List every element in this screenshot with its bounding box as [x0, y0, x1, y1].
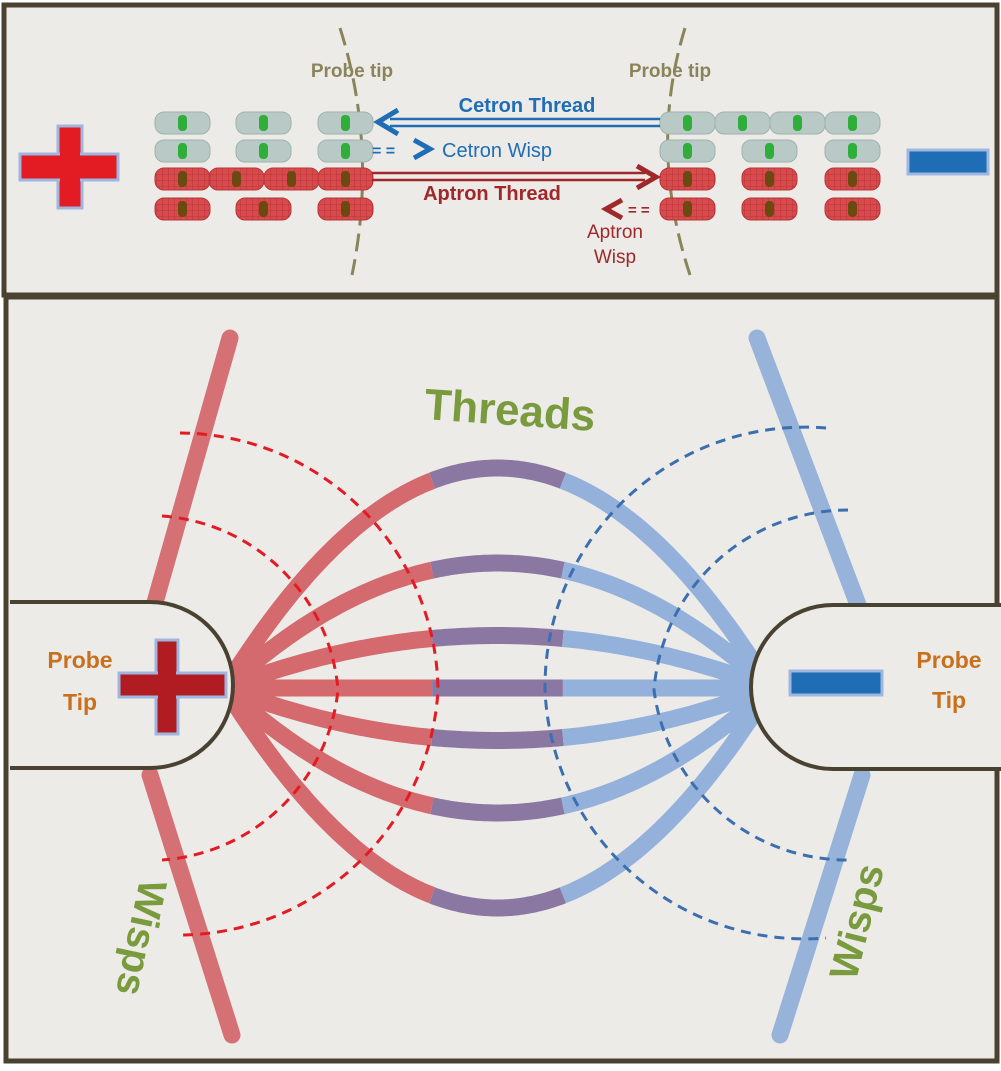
cetron-thread-label: Cetron Thread: [459, 95, 596, 117]
cetron-particle: [659, 139, 716, 163]
thread-segment-overlap: [430, 554, 565, 579]
thread-lines: [217, 459, 778, 917]
left-probe-label-line2: Tip: [63, 689, 97, 715]
thread-segment-overlap: [431, 627, 564, 647]
aptron-particle: [741, 197, 798, 221]
left-wisp-lower: [141, 766, 241, 1044]
thread-segment-aptron: [219, 681, 435, 815]
top-panel: Probe tip Probe tip Cetron Thread = = Ce…: [1, 2, 1000, 298]
cetron-particle: [154, 111, 211, 135]
thread-segment-aptron: [219, 561, 435, 695]
aptron-particle: [208, 167, 265, 191]
thread-segment-aptron: [217, 683, 436, 904]
cetron-particle: [235, 139, 292, 163]
left-probe-tip-label: Probe tip: [311, 61, 393, 82]
thread-segment-aptron: [221, 680, 433, 746]
aptron-particle: [317, 167, 374, 191]
cetron-thread-arrow: [373, 107, 660, 137]
aptron-particle: [317, 197, 374, 221]
left-probe-tip-boundary: [338, 27, 364, 276]
particle-field: [154, 111, 881, 221]
aptron-particle: [659, 167, 716, 191]
cetron-particle: [235, 111, 292, 135]
aptron-particle: [235, 197, 292, 221]
positive-plus-icon: [18, 124, 120, 210]
thread-segment-cetron: [562, 680, 774, 746]
right-equipotential-lines: [543, 425, 849, 941]
aptron-thread-label: Aptron Thread: [423, 183, 561, 205]
aptron-wisp-arrow: = =: [600, 197, 650, 221]
thread-segment-cetron: [562, 630, 774, 696]
cetron-particle: [154, 139, 211, 163]
cetron-particle: [317, 111, 374, 135]
aptron-particle: [263, 167, 320, 191]
aptron-thread-arrow: [372, 163, 661, 191]
right-probe-label-line2: Tip: [932, 687, 966, 713]
thread-segment-aptron: [217, 472, 436, 693]
aptron-particle: [659, 197, 716, 221]
right-wisp-upper: [748, 329, 869, 619]
aptron-particle: [824, 167, 881, 191]
right-wisp-lower: [771, 766, 871, 1044]
cetron-particle: [317, 139, 374, 163]
svg-text:= =: = =: [628, 202, 650, 219]
thread-segment-overlap: [428, 887, 567, 917]
right-probe-label-line1: Probe: [916, 647, 981, 673]
thread-segment-overlap: [428, 459, 567, 489]
cetron-particle: [769, 111, 826, 135]
probe-positive-plus-icon: [117, 638, 228, 736]
left-equipotential-lines: [161, 431, 440, 937]
bottom-panel: Probe Tip Probe Tip Threads Wisps Wisps: [3, 294, 1001, 1064]
cetron-particle: [824, 139, 881, 163]
thread-segment-overlap: [431, 729, 564, 749]
thread-segment-cetron: [559, 683, 778, 904]
right-probe-tip-label: Probe tip: [629, 61, 711, 82]
left-wisp-upper: [141, 329, 239, 629]
cetron-particle: [824, 111, 881, 135]
threads-label: Threads: [423, 380, 597, 441]
cetron-particle: [659, 111, 716, 135]
thread-segment-cetron: [559, 472, 778, 693]
left-probe-label-line1: Probe: [47, 647, 112, 673]
aptron-particle: [154, 197, 211, 221]
right-probe-tip-boundary: [666, 27, 692, 276]
svg-text:= =: = =: [372, 143, 395, 160]
cetron-particle: [741, 139, 798, 163]
cetron-wisp-label: Cetron Wisp: [442, 140, 552, 162]
probe-negative-minus-icon: [788, 669, 884, 697]
aptron-particle: [824, 197, 881, 221]
cetron-particle: [714, 111, 771, 135]
negative-minus-icon: [906, 148, 990, 176]
thread-segment-overlap: [430, 797, 565, 822]
aptron-particle: [154, 167, 211, 191]
aptron-wisp-label-line1: Aptron: [587, 222, 643, 243]
thread-segment-cetron: [560, 561, 776, 695]
aptron-particle: [741, 167, 798, 191]
thread-segment-cetron: [560, 681, 776, 815]
thread-segment-aptron: [221, 630, 433, 696]
cetron-wisp-arrow: = =: [372, 137, 436, 161]
aptron-wisp-label-line2: Wisp: [594, 247, 636, 268]
